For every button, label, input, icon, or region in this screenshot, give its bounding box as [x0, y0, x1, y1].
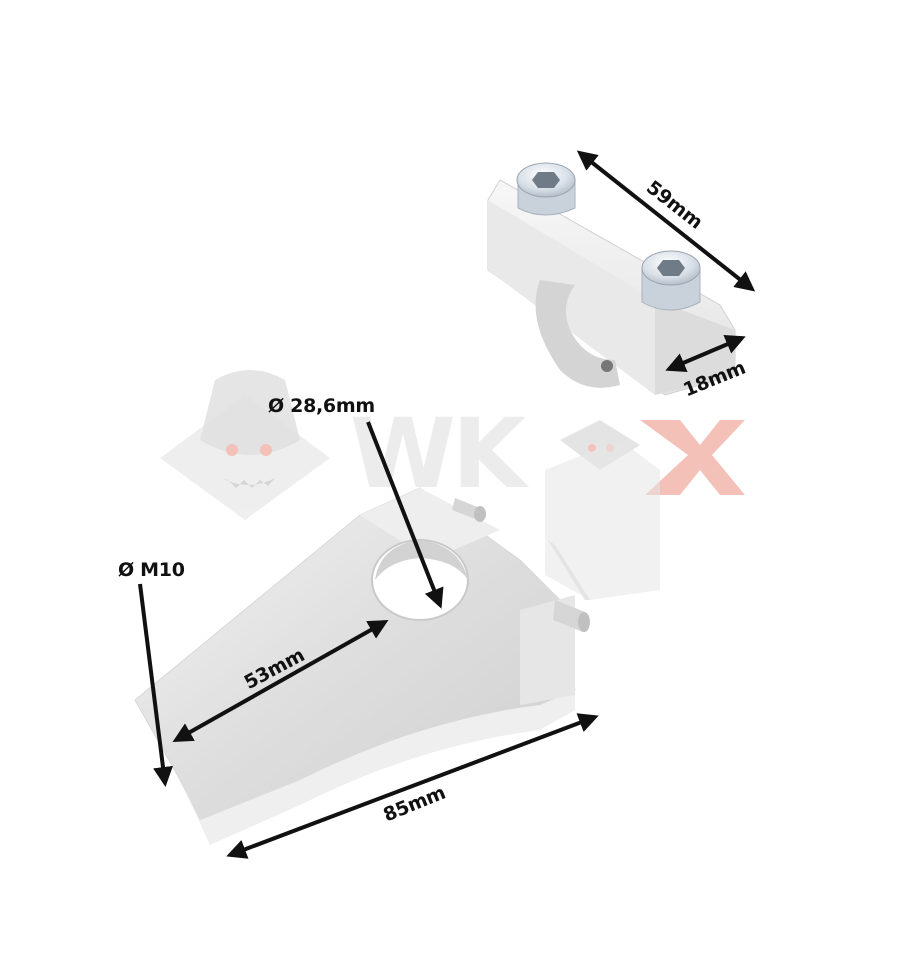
dimension-arrows [138, 150, 756, 859]
arrow-28mm [366, 421, 444, 609]
bolt-2 [641, 250, 701, 311]
label-bar-diameter: Ø 28,6mm [268, 395, 375, 417]
arrow-59mm [576, 150, 756, 292]
bolt-1 [516, 162, 576, 216]
knurled-block [545, 440, 660, 600]
wkx-watermark: WK [160, 370, 745, 520]
arrow-53mm [172, 620, 389, 742]
arrow-m10 [138, 583, 173, 787]
watermark-brand: WK [350, 398, 530, 510]
label-thread: Ø M10 [118, 559, 185, 581]
riser-body [134, 487, 590, 845]
arrow-85mm [226, 713, 599, 859]
arrow-18mm [665, 335, 746, 372]
